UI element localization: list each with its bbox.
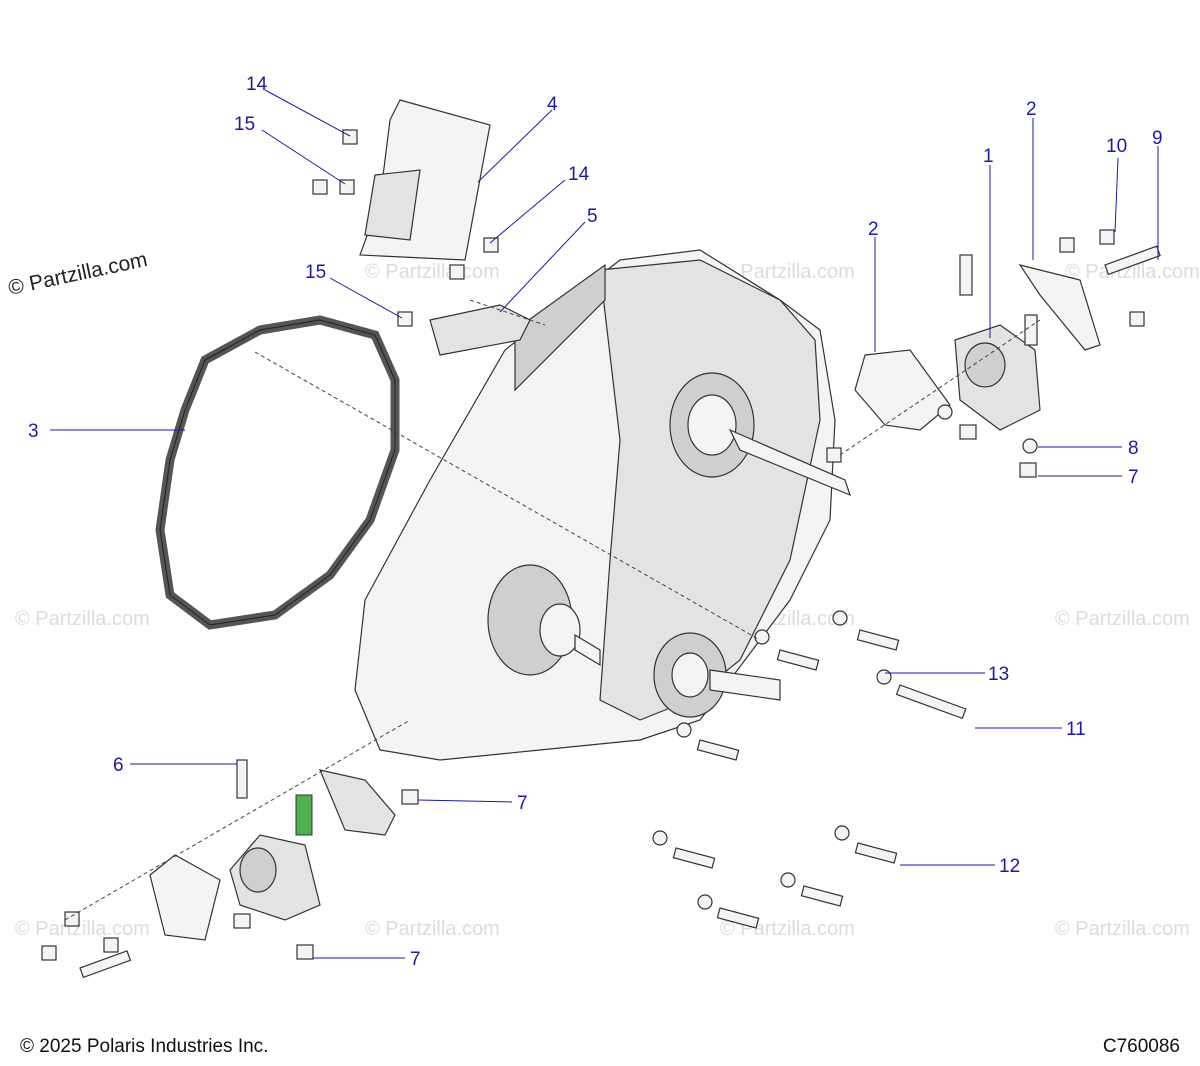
diagram-code: C760086 — [1102, 1036, 1180, 1057]
callout-2[interactable]: 2 — [1026, 99, 1037, 120]
partzilla-watermark: © Partzilla.com — [6, 248, 149, 300]
callout-4[interactable]: 4 — [547, 94, 558, 115]
leader-lines — [50, 89, 1159, 959]
watermark: © Partzilla.com — [720, 261, 855, 283]
cover-gasket — [155, 315, 400, 630]
copyright-text: © 2025 Polaris Industries Inc. — [20, 1036, 269, 1057]
watermark: © Partzilla.com — [1055, 918, 1190, 940]
mount-insert — [295, 794, 313, 836]
assembly-lines — [64, 299, 1041, 921]
callout-7[interactable]: 7 — [410, 949, 421, 970]
callout-1[interactable]: 1 — [983, 146, 994, 167]
watermark: © Partzilla.com — [1055, 608, 1190, 630]
callout-7[interactable]: 7 — [1128, 467, 1139, 488]
callout-15[interactable]: 15 — [305, 262, 326, 283]
watermark: © Partzilla.com — [15, 608, 150, 630]
gearcase-housing — [354, 249, 851, 761]
callout-8[interactable]: 8 — [1128, 438, 1139, 459]
callout-13[interactable]: 13 — [988, 664, 1009, 685]
watermarks: © Partzilla.com © Partzilla.com © Partzi… — [15, 261, 1200, 940]
callout-12[interactable]: 12 — [999, 856, 1020, 877]
callout-10[interactable]: 10 — [1106, 136, 1127, 157]
left-mount — [149, 769, 396, 941]
watermark: © Partzilla.com — [1065, 261, 1200, 283]
callout-2[interactable]: 2 — [868, 219, 879, 240]
watermark: © Partzilla.com — [365, 261, 500, 283]
callout-9[interactable]: 9 — [1152, 128, 1163, 149]
callout-6[interactable]: 6 — [113, 755, 124, 776]
callout-3[interactable]: 3 — [28, 421, 39, 442]
right-mount — [854, 264, 1101, 431]
callout-14[interactable]: 14 — [246, 74, 268, 95]
callout-5[interactable]: 5 — [587, 206, 598, 227]
callout-15[interactable]: 15 — [234, 114, 255, 135]
bracket-plate — [429, 304, 531, 356]
watermark: © Partzilla.com — [365, 918, 500, 940]
callout-11[interactable]: 11 — [1066, 719, 1086, 740]
cover-panel — [359, 99, 491, 261]
callout-14[interactable]: 14 — [568, 164, 590, 185]
callouts: 14 15 4 14 5 15 3 2 1 2 10 9 8 7 13 11 6… — [28, 74, 1163, 970]
fasteners — [41, 129, 1161, 979]
watermark: © Partzilla.com — [15, 918, 150, 940]
callout-7[interactable]: 7 — [517, 793, 528, 814]
